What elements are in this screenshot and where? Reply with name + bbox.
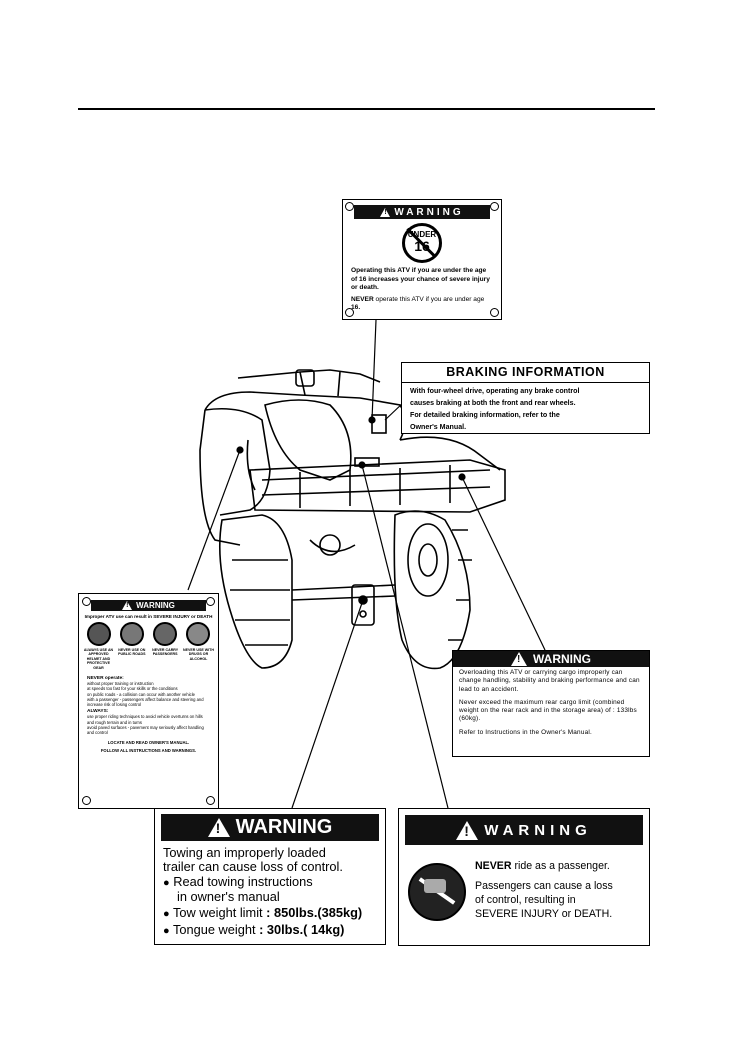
rivet-hole	[345, 202, 354, 211]
label-passenger: WARNING NEVER ride as a passenger. Passe…	[398, 808, 650, 946]
label-towing: WARNING Towing an improperly loaded trai…	[154, 808, 386, 945]
pictogram-captions: ALWAYS USE AN APPROVED HELMET AND PROTEC…	[83, 648, 214, 670]
pictogram-row	[87, 622, 210, 646]
braking-text: With four-wheel drive, operating any bra…	[402, 383, 649, 433]
label-under16: WARNING UNDER 16 Operating this ATV if y…	[342, 199, 502, 320]
general-text: NEVER operate: without proper training o…	[87, 676, 210, 754]
label-general: WARNING Improper ATV use can result in S…	[78, 593, 219, 809]
rivet-hole	[345, 308, 354, 317]
passenger-text: NEVER ride as a passenger. Passengers ca…	[475, 859, 613, 921]
cargo-text: Overloading this ATV or carrying cargo i…	[453, 667, 649, 737]
no-alcohol-icon	[186, 622, 210, 646]
warning-header: WARNING	[354, 205, 490, 219]
no-road-icon	[120, 622, 144, 646]
warning-triangle-icon	[122, 601, 132, 610]
rivet-hole	[82, 796, 91, 805]
rivet-hole	[82, 597, 91, 606]
warning-triangle-icon	[208, 818, 230, 837]
no-passenger-icon	[408, 863, 466, 921]
warning-header: WARNING	[161, 814, 379, 841]
no-passenger-icon	[153, 622, 177, 646]
braking-title: BRAKING INFORMATION	[402, 363, 649, 383]
warning-header: WARNING	[453, 651, 649, 667]
warning-triangle-icon	[456, 821, 478, 840]
warning-triangle-icon	[380, 208, 390, 217]
rivet-hole	[490, 308, 499, 317]
under16-never-line: NEVER operate this ATV if you are under …	[351, 296, 493, 312]
rivet-hole	[206, 597, 215, 606]
label-cargo: WARNING Overloading this ATV or carrying…	[452, 650, 650, 757]
general-intro: Improper ATV use can result in SEVERE IN…	[83, 614, 214, 619]
helmet-icon	[87, 622, 111, 646]
label-braking: BRAKING INFORMATION With four-wheel driv…	[401, 362, 650, 434]
warning-header: WARNING	[405, 815, 643, 845]
towing-text: Towing an improperly loaded trailer can …	[155, 841, 385, 938]
warning-header: WARNING	[91, 600, 206, 611]
no-under16-icon: UNDER 16	[402, 223, 442, 263]
rivet-hole	[490, 202, 499, 211]
warning-triangle-icon	[511, 652, 527, 666]
rivet-hole	[206, 796, 215, 805]
under16-statement: Operating this ATV if you are under the …	[351, 267, 493, 293]
